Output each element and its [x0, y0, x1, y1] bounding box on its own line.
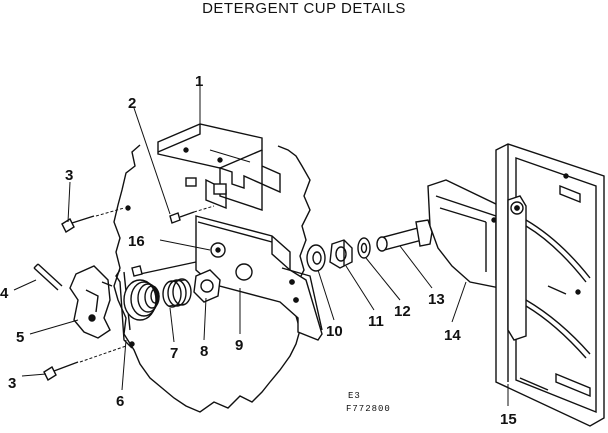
figure-number: F772800 — [346, 404, 391, 414]
callout-8: 8 — [200, 343, 208, 360]
callout-13: 13 — [428, 291, 445, 308]
part-2-screw — [169, 205, 215, 224]
callout-16: 16 — [128, 233, 145, 250]
leader-lines — [13, 84, 509, 406]
part-12-washer — [357, 237, 371, 259]
part-8-spring — [162, 278, 192, 308]
leader-4 — [13, 279, 37, 291]
leader-3a — [67, 181, 71, 223]
part-16-disc — [210, 242, 226, 258]
callout-4: 4 — [0, 285, 9, 302]
callout-6: 6 — [116, 393, 124, 410]
callout-3-lower: 3 — [8, 375, 16, 392]
leader-16 — [159, 239, 211, 251]
part-3-screw-lower — [43, 341, 135, 382]
callout-9: 9 — [235, 337, 243, 354]
callout-11: 11 — [368, 313, 384, 330]
part-1-cup-housing — [157, 123, 281, 211]
diagram-title: DETERGENT CUP DETAILS — [202, 0, 406, 17]
leader-2 — [133, 107, 171, 215]
callout-5: 5 — [16, 329, 24, 346]
drawing-code: E3 — [348, 391, 361, 401]
part-11-hex-nut — [329, 239, 353, 269]
door-panel-outline — [113, 144, 311, 413]
callout-7: 7 — [170, 345, 178, 362]
plate-bushing-nut — [131, 261, 221, 303]
part-13-shoulder-bolt — [376, 219, 433, 252]
leader-7 — [169, 307, 175, 343]
leader-6 — [121, 339, 127, 391]
leader-3b — [21, 373, 47, 377]
part-5-latch-lever — [69, 265, 113, 339]
leader-10 — [317, 269, 335, 321]
part-14-cup-lid — [427, 179, 501, 289]
callout-1: 1 — [195, 73, 203, 90]
callout-15: 15 — [500, 411, 517, 428]
callout-3-upper: 3 — [65, 167, 73, 184]
leader-8 — [203, 297, 207, 341]
callout-14: 14 — [444, 327, 461, 344]
part-10-washer — [306, 244, 326, 272]
part-15-cup-body — [495, 143, 605, 427]
leader-12 — [365, 257, 401, 301]
leader-14 — [451, 281, 467, 323]
part-9-mounting-plate — [195, 215, 323, 341]
part-3-screw-upper — [61, 205, 131, 234]
callout-12: 12 — [394, 303, 411, 320]
part-4-pin — [33, 263, 63, 291]
leader-5 — [29, 319, 79, 335]
part-7-spring — [123, 279, 160, 321]
leader-13 — [399, 245, 433, 289]
callout-10: 10 — [326, 323, 343, 340]
leader-11 — [345, 265, 375, 311]
callout-2: 2 — [128, 95, 136, 112]
